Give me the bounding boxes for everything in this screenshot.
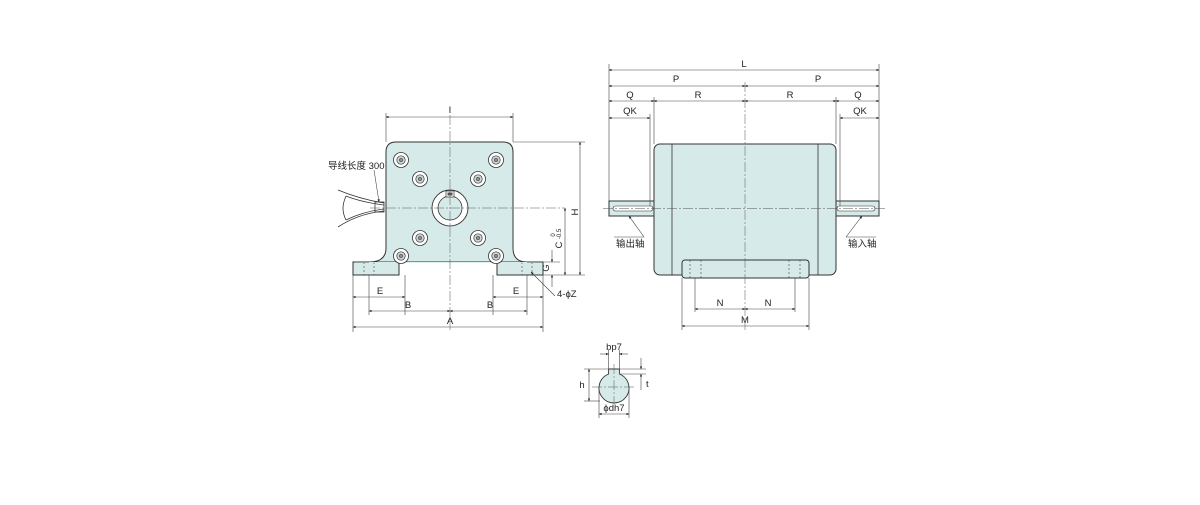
bolt-bottom-right-inner bbox=[470, 230, 486, 246]
lead-wires bbox=[337, 189, 385, 228]
dim-label-e-left: E bbox=[377, 286, 383, 297]
dim-label-p-right: P bbox=[815, 74, 821, 85]
dim-label-c-tol-upper: 0 bbox=[551, 233, 557, 237]
bolt-top-left-outer bbox=[393, 152, 409, 168]
dim-label-b-key: bp7 bbox=[606, 342, 622, 353]
dim-label-hole: 4-ϕZ bbox=[557, 289, 577, 300]
dim-label-d-shaft: ϕdh7 bbox=[603, 403, 624, 414]
dim-label-qk-left: QK bbox=[623, 106, 637, 117]
bolt-bottom-left-outer bbox=[393, 248, 409, 264]
output-shaft-label: 输出轴 bbox=[616, 238, 645, 250]
dim-label-l: L bbox=[741, 59, 746, 70]
dim-label-g: G bbox=[541, 264, 552, 271]
bolt-top-left-inner bbox=[412, 171, 428, 187]
dim-label-p-left: P bbox=[673, 74, 679, 85]
dim-label-a: A bbox=[447, 316, 454, 327]
dim-label-b-right: B bbox=[487, 300, 493, 311]
dim-label-q-left: Q bbox=[626, 90, 633, 101]
dim-label-b-left: B bbox=[405, 300, 411, 311]
dim-label-n-right: N bbox=[765, 298, 772, 309]
dim-label-i: I bbox=[449, 105, 452, 116]
left-foot bbox=[352, 261, 400, 276]
right-foot bbox=[496, 261, 544, 276]
input-shaft-label: 输入轴 bbox=[848, 238, 877, 250]
bolt-bottom-left-inner bbox=[412, 230, 428, 246]
bolt-top-right-inner bbox=[470, 171, 486, 187]
dim-label-qk-right: QK bbox=[853, 106, 867, 117]
dim-label-t-key: t bbox=[646, 379, 649, 390]
shaft-section: bp7 h t ϕdh7 bbox=[579, 342, 649, 418]
dim-label-m: M bbox=[741, 315, 749, 326]
dim-label-r-right: R bbox=[787, 90, 794, 101]
dim-label-e-right: E bbox=[513, 286, 519, 297]
lead-length-label: 导线长度 300 bbox=[328, 160, 385, 172]
front-view: I H C 0 -0.5 G 4-ϕZ E E B B bbox=[328, 105, 585, 332]
dim-label-n-left: N bbox=[717, 298, 724, 309]
bolt-top-right-outer bbox=[488, 152, 504, 168]
side-base bbox=[681, 259, 810, 279]
dim-label-c-tol-lower: -0.5 bbox=[557, 228, 563, 239]
dim-label-h: H bbox=[570, 208, 581, 215]
dim-label-h-key: h bbox=[579, 380, 584, 391]
side-view: L P P Q R R Q QK QK 输出轴 输入轴 N bbox=[603, 59, 886, 330]
dim-label-r-left: R bbox=[695, 90, 702, 101]
dim-label-q-right: Q bbox=[854, 90, 861, 101]
dim-label-c: C bbox=[554, 241, 565, 248]
bolt-bottom-right-outer bbox=[488, 248, 504, 264]
